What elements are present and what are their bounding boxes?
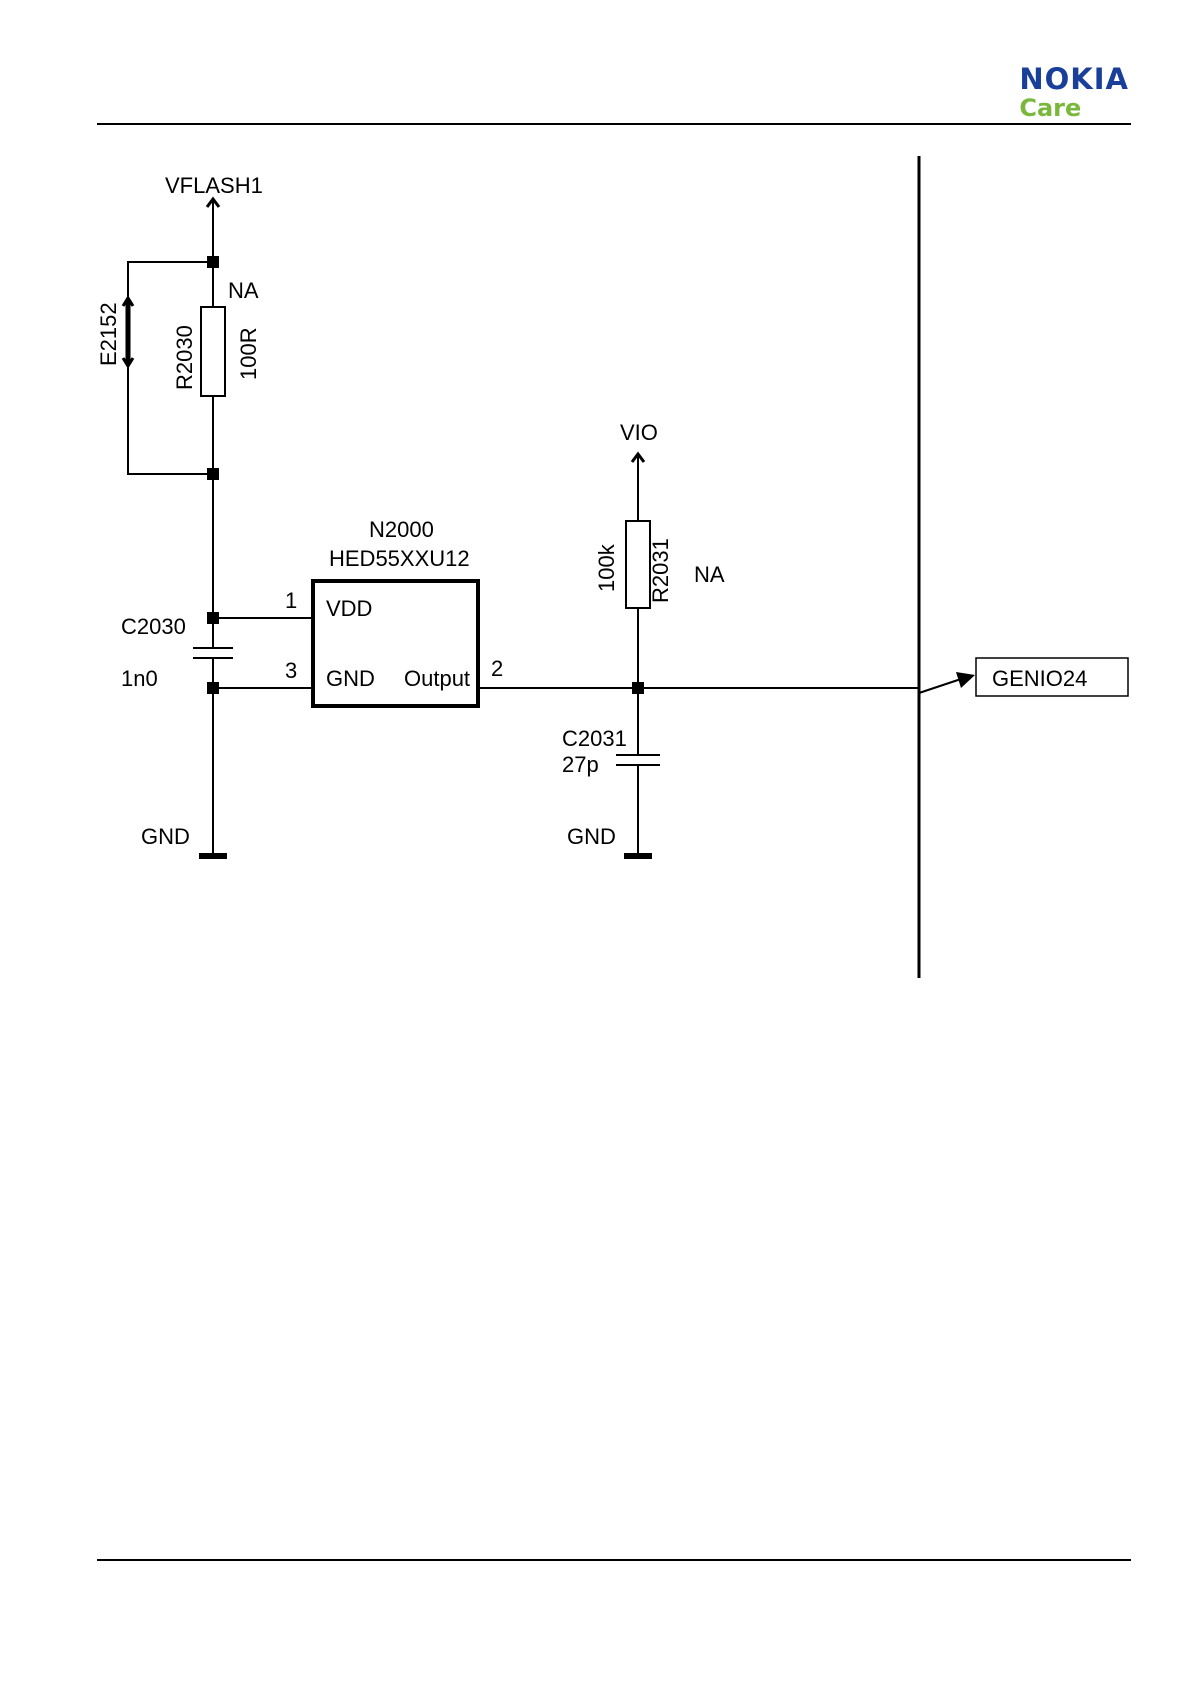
junction-dot-r2030-bottom xyxy=(207,468,219,480)
jumper-e2152-label: E2152 xyxy=(96,302,121,366)
r2031-note-label: NA xyxy=(694,562,725,587)
pin-2-number: 2 xyxy=(491,656,503,681)
genio-arrowhead xyxy=(956,672,975,688)
pin-gnd-name: GND xyxy=(326,666,375,691)
pin-3-number: 3 xyxy=(285,658,297,683)
junction-dot-gnd-pin xyxy=(207,682,219,694)
r2030-value-label: 100R xyxy=(236,327,261,380)
r2031-ref-label: R2031 xyxy=(648,538,673,603)
r2031-value-label: 100k xyxy=(594,543,619,592)
c2031-value-label: 27p xyxy=(562,752,599,777)
junction-dot-r2030-top xyxy=(207,256,219,268)
net-label-vflash1: VFLASH1 xyxy=(165,173,263,198)
footer-rule xyxy=(97,1559,1131,1561)
resistor-r2031 xyxy=(626,521,650,608)
resistor-r2030 xyxy=(201,307,225,396)
c2030-value-label: 1n0 xyxy=(121,666,158,691)
pin-1-number: 1 xyxy=(285,588,297,613)
r2030-note-label: NA xyxy=(228,278,259,303)
c2030-ref-label: C2030 xyxy=(121,614,186,639)
c2031-ref-label: C2031 xyxy=(562,726,627,751)
net-label-genio24: GENIO24 xyxy=(992,666,1087,691)
junction-dot-output xyxy=(632,682,644,694)
junction-dot-vdd xyxy=(207,612,219,624)
pin-vdd-name: VDD xyxy=(326,596,372,621)
pin-output-name: Output xyxy=(404,666,470,691)
net-label-gnd-left: GND xyxy=(141,824,190,849)
net-label-gnd-right: GND xyxy=(567,824,616,849)
r2030-ref-label: R2030 xyxy=(172,325,197,390)
ic-ref-label: N2000 xyxy=(369,517,434,542)
ic-part-label: HED55XXU12 xyxy=(329,546,470,571)
net-label-vio: VIO xyxy=(620,420,658,445)
